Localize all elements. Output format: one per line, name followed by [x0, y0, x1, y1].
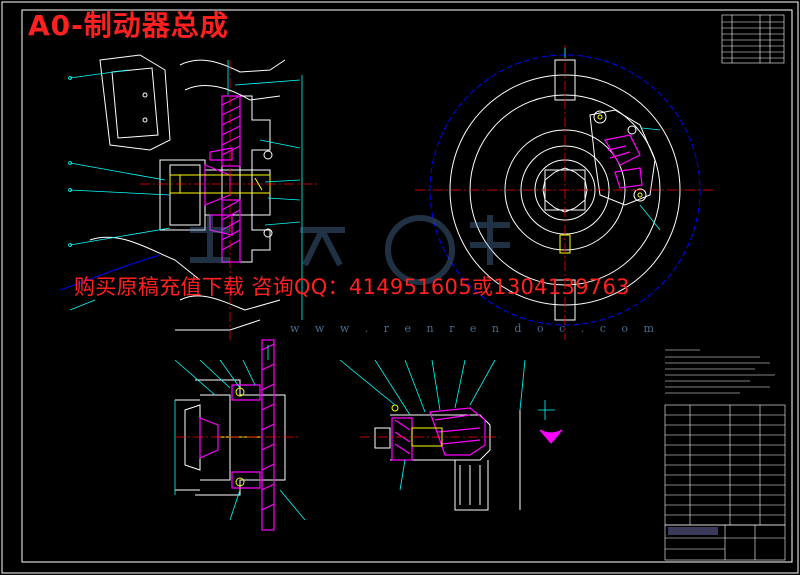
parts-table-top [721, 14, 785, 64]
watermark-url: w w w . r e n r e n d o c . c o m [290, 322, 660, 335]
top-left-section-view [59, 54, 320, 340]
front-circular-view [415, 45, 715, 340]
title-block [664, 404, 786, 561]
inner-border [21, 9, 793, 563]
bottom-middle-section-view [339, 359, 563, 511]
drawing-title: A0-制动器总成 [28, 9, 229, 42]
technical-notes [665, 349, 775, 394]
bottom-left-section-view [174, 339, 306, 531]
promo-banner: 购买原稿充值下载 咨询QQ：414951605或1304139763 [74, 275, 630, 299]
watermark-logo [190, 215, 510, 285]
